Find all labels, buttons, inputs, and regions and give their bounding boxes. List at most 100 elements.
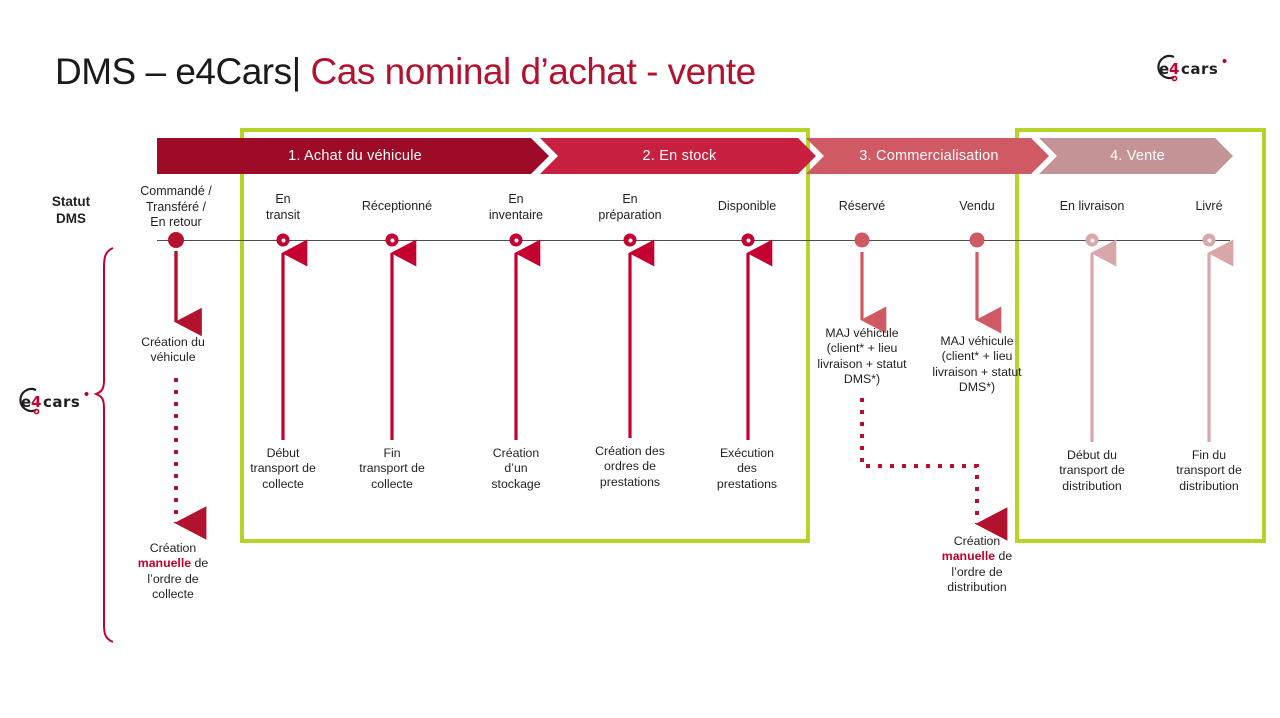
status-label-en-transit: En transit bbox=[237, 192, 329, 223]
status-node-commande[interactable] bbox=[168, 232, 184, 248]
status-label-line: Livré bbox=[1195, 199, 1223, 213]
callout-line: véhicule bbox=[150, 350, 196, 365]
status-node-en-livraison[interactable] bbox=[1085, 233, 1099, 247]
callout-line: Création bbox=[492, 446, 540, 460]
callout-line: Création bbox=[149, 541, 197, 555]
callout-line: livraison + statut bbox=[817, 356, 907, 371]
highlight-frame-achat-stock bbox=[240, 128, 810, 543]
status-label-line: En bbox=[622, 192, 638, 206]
phase-1-label: 1. Achat du véhicule bbox=[288, 148, 422, 164]
status-node-receptionne[interactable] bbox=[385, 233, 399, 247]
phase-4-shape bbox=[1039, 138, 1233, 174]
title-black-part: DMS – e4Cars bbox=[55, 51, 292, 92]
callout-line: collecte bbox=[152, 587, 194, 602]
callout-line: distribution bbox=[947, 580, 1007, 595]
axis-row-label-line1: Statut bbox=[51, 194, 91, 209]
status-label-line: Transféré / bbox=[146, 199, 206, 214]
status-node-vendu[interactable] bbox=[969, 232, 985, 248]
e4cars-logo-icon: e 4 cars bbox=[19, 387, 89, 415]
callout-line-manuelle: manuelle de bbox=[111, 556, 235, 571]
status-label-line: En livraison bbox=[1059, 199, 1125, 213]
status-label-line: En retour bbox=[150, 215, 202, 229]
status-label-reserve: Réservé bbox=[812, 199, 912, 215]
phase-1-shape bbox=[157, 138, 549, 174]
status-node-reserve[interactable] bbox=[854, 232, 870, 248]
callout-line: stockage bbox=[491, 476, 541, 491]
phase-bar: 1. Achat du véhicule 2. En stock 3. Comm… bbox=[157, 138, 1233, 174]
title-separator: | bbox=[291, 51, 302, 92]
status-node-disponible[interactable] bbox=[741, 233, 755, 247]
phase-3-shape bbox=[806, 138, 1049, 174]
axis-row-label-line2: DMS bbox=[56, 211, 86, 226]
status-label-livre: Livré bbox=[1164, 199, 1254, 215]
callout-creation-ordre-distribution: Création manuelle de l’ordre de distribu… bbox=[913, 534, 1041, 596]
callout-line: DMS*) bbox=[958, 380, 996, 395]
e4cars-logo-icon: e 4 cars bbox=[1157, 54, 1227, 82]
status-label-en-preparation: En préparation bbox=[578, 192, 682, 223]
status-label-line: En bbox=[275, 192, 291, 206]
callout-maj-vehicule-vendu: MAJ véhicule (client* + lieu livraison +… bbox=[915, 334, 1039, 396]
callout-fin-transport-collecte: Fin transport de collecte bbox=[335, 446, 449, 492]
callout-line: transport de bbox=[250, 461, 316, 476]
phase-1-achat-du-vehicule[interactable]: 1. Achat du véhicule bbox=[157, 138, 549, 174]
status-label-receptionne: Réceptionné bbox=[342, 199, 452, 215]
callout-debut-transport-distribution: Début du transport de distribution bbox=[1032, 448, 1152, 494]
callout-fragment: de bbox=[194, 556, 209, 571]
callout-fin-transport-distribution: Fin du transport de distribution bbox=[1149, 448, 1269, 494]
callout-debut-transport-collecte: Début transport de collecte bbox=[226, 446, 340, 492]
svg-text:cars: cars bbox=[43, 393, 80, 411]
callout-line: Fin du bbox=[1191, 448, 1227, 462]
status-node-en-inventaire[interactable] bbox=[509, 233, 523, 247]
phase-3-commercialisation[interactable]: 3. Commercialisation bbox=[806, 138, 1049, 174]
callout-line: Création du bbox=[141, 335, 205, 349]
callout-line: Début bbox=[266, 446, 300, 460]
status-node-en-transit[interactable] bbox=[276, 233, 290, 247]
status-label-disponible: Disponible bbox=[692, 199, 802, 215]
status-label-line: Disponible bbox=[717, 199, 777, 213]
status-label-line: Réceptionné bbox=[361, 199, 433, 213]
e4cars-logo-header: e 4 cars bbox=[1152, 52, 1236, 82]
callout-line: des bbox=[737, 461, 757, 476]
callout-line: prestations bbox=[599, 474, 661, 489]
status-label-line: Vendu bbox=[959, 199, 995, 213]
phase-2-shape bbox=[540, 138, 816, 174]
callout-line: Création des bbox=[595, 444, 665, 458]
arrow-dotted-ordre-distribution bbox=[860, 398, 1008, 541]
callout-line: l’ordre de bbox=[951, 564, 1003, 579]
status-label-en-livraison: En livraison bbox=[1037, 199, 1147, 215]
page-title: DMS – e4Cars| Cas nominal d’achat - vent… bbox=[55, 50, 756, 94]
highlight-frame-vente bbox=[1015, 128, 1266, 543]
callout-line: MAJ véhicule bbox=[825, 326, 899, 340]
status-label-en-inventaire: En inventaire bbox=[466, 192, 566, 223]
status-label-commande: Commandé / Transféré / En retour bbox=[121, 184, 231, 231]
status-node-en-preparation[interactable] bbox=[623, 233, 637, 247]
callout-line: Début du bbox=[1067, 448, 1117, 462]
title-red-part: Cas nominal d’achat - vente bbox=[310, 51, 757, 92]
callout-creation-stockage: Création d’un stockage bbox=[464, 446, 568, 492]
callout-line: prestations bbox=[716, 476, 778, 491]
status-label-line: préparation bbox=[598, 207, 662, 222]
phase-4-vente[interactable]: 4. Vente bbox=[1039, 138, 1233, 174]
status-label-line: En bbox=[508, 192, 524, 206]
phase-3-label: 3. Commercialisation bbox=[859, 148, 999, 164]
callout-creation-ordres-prestations: Création des ordres de prestations bbox=[571, 444, 689, 490]
emphasis-manuelle: manuelle bbox=[941, 549, 996, 564]
callout-line: Exécution bbox=[719, 446, 774, 460]
callout-line: d’un bbox=[504, 461, 528, 476]
callout-line: transport de bbox=[1059, 463, 1125, 478]
status-label-line: Réservé bbox=[838, 199, 886, 213]
status-node-livre[interactable] bbox=[1202, 233, 1216, 247]
svg-text:4: 4 bbox=[1169, 60, 1179, 78]
e4cars-logo-side: e 4 cars bbox=[14, 385, 98, 415]
phase-4-label: 4. Vente bbox=[1110, 148, 1165, 164]
callout-line-manuelle: manuelle de bbox=[913, 549, 1041, 564]
status-label-line: transit bbox=[265, 207, 301, 222]
callout-line: distribution bbox=[1179, 478, 1239, 493]
phase-2-en-stock[interactable]: 2. En stock bbox=[540, 138, 816, 174]
callout-creation-ordre-collecte: Création manuelle de l’ordre de collecte bbox=[111, 541, 235, 603]
callout-line: Création bbox=[953, 534, 1001, 548]
status-label-line: inventaire bbox=[488, 207, 544, 222]
callout-line: (client* + lieu bbox=[826, 341, 898, 356]
callout-line: transport de bbox=[359, 461, 425, 476]
